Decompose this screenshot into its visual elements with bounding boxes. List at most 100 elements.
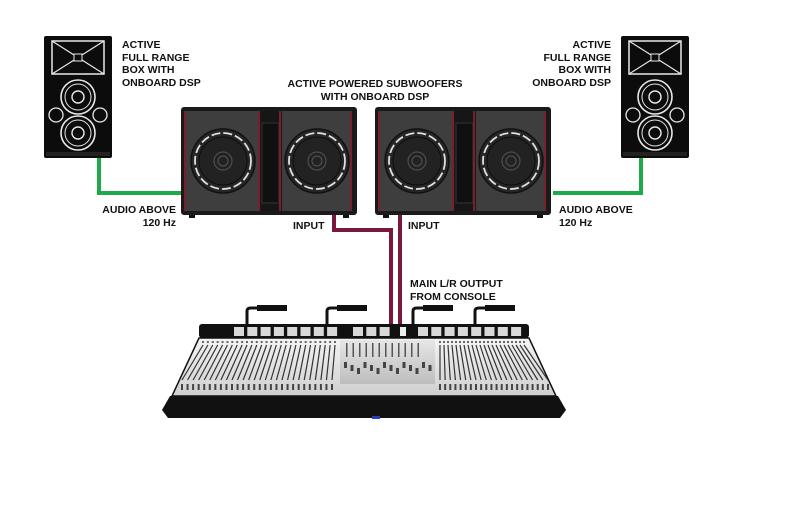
console-bridge-button — [327, 327, 338, 336]
console-channel-strip — [269, 341, 283, 390]
console-bridge-button — [457, 327, 468, 336]
console-channel-strip — [447, 341, 452, 390]
console-bridge-button — [484, 327, 495, 336]
console-channel-strip — [511, 341, 534, 390]
console-channel-strip — [264, 341, 278, 390]
sub-accent-stripe — [452, 111, 454, 211]
sub-woofer-icon — [384, 128, 450, 194]
left-full-range-speaker — [44, 36, 112, 158]
console-master-fader — [385, 343, 387, 357]
right-sub-input-label: INPUT — [408, 220, 440, 232]
right-audio-above-label: AUDIO ABOVE 120 Hz — [559, 204, 633, 229]
console-channel-strip — [197, 341, 219, 390]
left-subwoofer — [181, 107, 357, 218]
console-bridge-button — [444, 327, 455, 336]
sub-accent-stripe — [350, 111, 352, 211]
green-cable-right — [553, 158, 643, 195]
console-channel-strip — [519, 341, 544, 390]
console-channel-strip — [459, 341, 467, 390]
console-master-fader — [372, 343, 374, 357]
console-channel-strip — [181, 341, 204, 390]
right-full-range-label: ACTIVE FULL RANGE BOX WITH ONBOARD DSP — [532, 39, 611, 89]
console-bridge-button — [418, 327, 428, 336]
console-master-fader — [411, 343, 413, 357]
console-bridge-button — [497, 327, 508, 336]
console-bridge-button — [287, 327, 298, 336]
console-channel-strip — [231, 341, 248, 390]
sub-accent-stripe — [258, 111, 260, 211]
console-master-fader — [398, 343, 400, 357]
console-channel-strip — [331, 341, 336, 390]
console-bridge-button — [247, 327, 258, 336]
console-bridge-button — [431, 327, 442, 336]
sub-accent-stripe — [544, 111, 546, 211]
console-channel-strip — [479, 341, 493, 390]
console-channel-strip — [308, 341, 317, 390]
console-channel-strip — [219, 341, 239, 390]
green-cable-left — [97, 158, 182, 195]
console-lamp-icon — [411, 305, 453, 324]
console-channel-strip — [297, 341, 307, 390]
sub-woofer-icon — [190, 128, 256, 194]
console-channel-strip — [515, 341, 539, 390]
console-bridge-button — [471, 327, 482, 336]
console-channel-strip — [225, 341, 244, 390]
console-channel-strip — [203, 341, 224, 390]
console-lamp-icon — [325, 305, 367, 324]
console-bridge-button — [366, 327, 377, 336]
sub-accent-stripe — [378, 111, 380, 211]
console-channel-strip — [467, 341, 477, 390]
console-master-fader — [352, 343, 354, 357]
console-channel-strip — [319, 341, 327, 390]
console-bridge-button — [273, 327, 284, 336]
console-channel-strip — [314, 341, 322, 390]
console-channel-strip — [192, 341, 214, 390]
console-master-fader — [378, 343, 380, 357]
console-channel-strip — [451, 341, 457, 390]
left-sub-input-label: INPUT — [293, 220, 325, 232]
console-output-label: MAIN L/R OUTPUT FROM CONSOLE — [410, 278, 503, 303]
console-master-fader — [391, 343, 393, 357]
console-channel-strip — [303, 341, 312, 390]
console-channel-strip — [286, 341, 297, 390]
left-full-range-label: ACTIVE FULL RANGE BOX WITH ONBOARD DSP — [122, 39, 201, 89]
sub-accent-stripe — [279, 111, 281, 211]
console-master-fader — [359, 343, 361, 357]
console-bridge-button — [511, 327, 522, 336]
console-channel-strip — [523, 341, 549, 390]
mixing-console — [162, 305, 566, 419]
console-lamp-icon — [245, 305, 287, 324]
maroon-cable-left-sub — [332, 214, 393, 325]
console-lamp-icon — [473, 305, 515, 324]
sub-woofer-icon — [284, 128, 350, 194]
console-channel-strip — [499, 341, 519, 390]
console-master-fader — [404, 343, 406, 357]
console-bridge-button — [234, 327, 244, 336]
console-channel-strip — [495, 341, 513, 390]
console-channel-strip — [507, 341, 529, 390]
console-channel-strip — [258, 341, 273, 390]
console-channel-strip — [275, 341, 288, 390]
console-bridge-button — [300, 327, 311, 336]
sub-accent-stripe — [473, 111, 475, 211]
console-channel-strip — [503, 341, 524, 390]
console-channel-strip — [236, 341, 253, 390]
console-lamps — [245, 305, 515, 324]
right-subwoofer — [375, 107, 551, 218]
console-channel-strip — [455, 341, 462, 390]
console-bridge-button — [353, 327, 363, 336]
sub-woofer-icon — [478, 128, 544, 194]
console-channel-strip — [487, 341, 503, 390]
console-channel-strip — [325, 341, 332, 390]
console-bridge-button — [313, 327, 324, 336]
right-full-range-speaker — [621, 36, 689, 158]
console-channel-strip — [208, 341, 229, 390]
console-channel-strip — [443, 341, 447, 390]
console-channel-strip — [491, 341, 508, 390]
console-channel-strip — [242, 341, 258, 390]
console-channel-strip — [214, 341, 234, 390]
console-channel-strip — [483, 341, 498, 390]
console-channel-strip — [463, 341, 472, 390]
left-audio-above-label: AUDIO ABOVE 120 Hz — [102, 204, 176, 229]
